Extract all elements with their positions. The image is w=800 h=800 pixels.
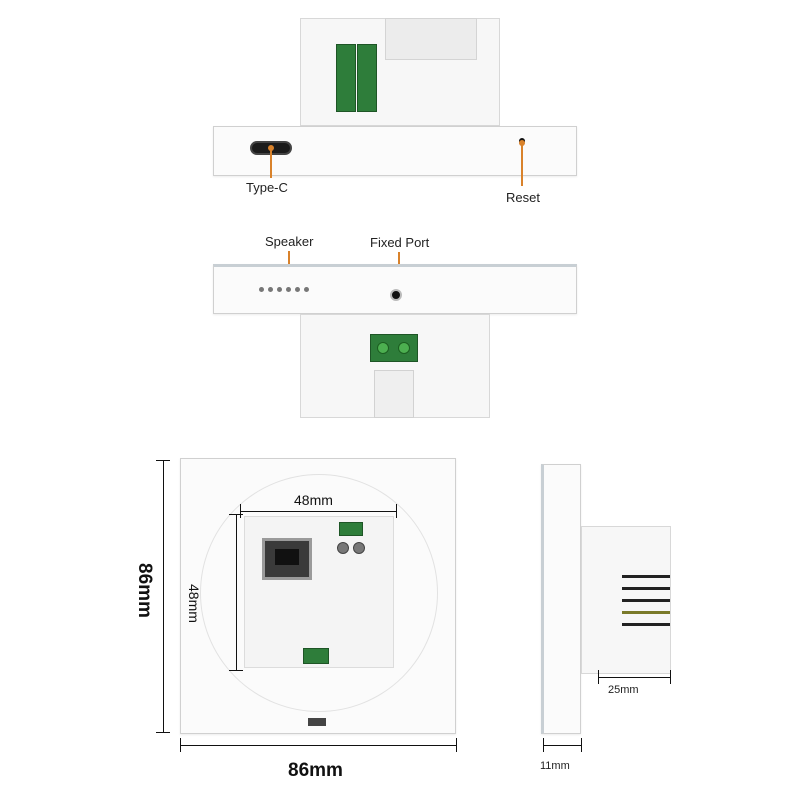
panel-depth-line bbox=[543, 745, 581, 746]
top-terminal-right bbox=[357, 44, 377, 112]
speaker-grille bbox=[259, 287, 315, 293]
bottom-terminal bbox=[370, 334, 418, 362]
body-depth-line bbox=[598, 677, 670, 678]
rj45-port bbox=[262, 538, 312, 580]
back-screw-right bbox=[353, 542, 365, 554]
back-bottom-notch bbox=[308, 718, 326, 726]
speaker-label: Speaker bbox=[265, 234, 314, 249]
type-c-leader bbox=[270, 150, 272, 178]
body-depth-label: 25mm bbox=[608, 684, 639, 696]
top-view-body-inner bbox=[385, 18, 477, 60]
back-terminal-top bbox=[339, 522, 363, 536]
reset-leader bbox=[521, 144, 523, 186]
outer-width-line bbox=[180, 745, 456, 746]
type-c-label: Type-C bbox=[246, 180, 288, 195]
fixed-port-hole bbox=[390, 289, 402, 301]
inner-height-line bbox=[236, 514, 237, 670]
type-c-leader-dot bbox=[268, 145, 274, 151]
outer-height-line bbox=[163, 460, 164, 732]
outer-height-label: 86mm bbox=[134, 563, 155, 618]
bottom-view-slot bbox=[374, 370, 414, 418]
speaker-leader bbox=[288, 251, 290, 275]
inner-width-line bbox=[240, 511, 396, 512]
back-screw-left bbox=[337, 542, 349, 554]
back-view-circle bbox=[200, 474, 438, 712]
side-view-panel bbox=[541, 464, 581, 734]
top-terminal-left bbox=[336, 44, 356, 112]
back-terminal-bottom bbox=[303, 648, 329, 664]
outer-width-label: 86mm bbox=[288, 760, 343, 781]
side-view-terminal bbox=[622, 575, 670, 629]
panel-depth-label: 11mm bbox=[540, 760, 570, 772]
reset-label: Reset bbox=[506, 190, 540, 205]
inner-width-label: 48mm bbox=[294, 492, 333, 508]
fixed-port-label: Fixed Port bbox=[370, 235, 430, 250]
reset-leader-dot bbox=[519, 140, 525, 146]
inner-height-label: 48mm bbox=[186, 584, 202, 623]
